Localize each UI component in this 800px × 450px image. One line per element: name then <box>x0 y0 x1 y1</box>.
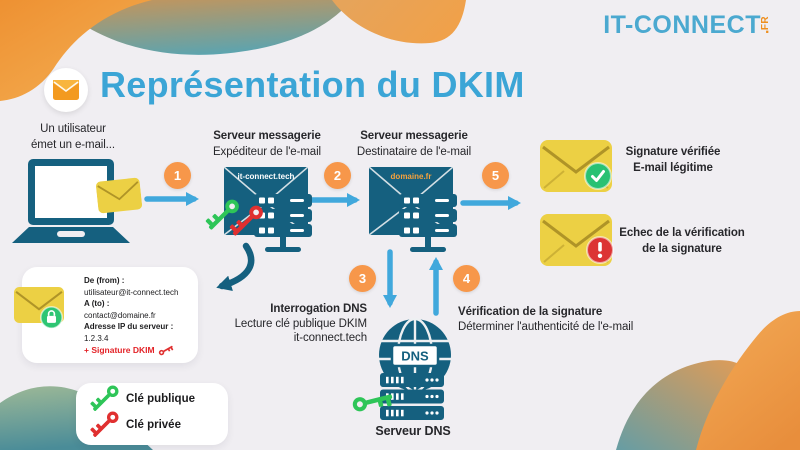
verification-annotation: Vérification de la signature Déterminer … <box>458 306 634 333</box>
legend-public-key-label: Clé publique <box>126 393 195 405</box>
dns-server-caption: Serveur DNS <box>375 424 451 438</box>
page-title: Représentation du DKIM <box>100 64 525 105</box>
result-ok-caption: Signature vérifiée E-mail légitime <box>625 146 721 174</box>
bg-top-left-orange-blob <box>0 0 152 101</box>
email-ip-label: Adresse IP du serveur : <box>84 322 174 332</box>
lock-badge-icon <box>40 306 63 329</box>
email-to-label: A (to) : <box>84 299 110 309</box>
dns-query-annotation: Interrogation DNS Lecture clé publique D… <box>234 303 367 344</box>
curved-arrow-to-card <box>216 242 255 291</box>
sender-server-rack-icon <box>254 194 312 252</box>
receiver-server-rack-icon <box>399 194 457 252</box>
result-fail-caption: Echec de la vérification de la signature <box>619 227 745 255</box>
step-2-badge: 2 <box>324 162 351 189</box>
step-3-badge: 3 <box>349 265 376 292</box>
public-key-icon-legend <box>90 385 119 411</box>
sender-server-caption: Serveur messagerie Expéditeur de l'e-mai… <box>212 130 322 158</box>
dns-box-label: DNS <box>401 349 429 364</box>
user-caption: Un utilisateur émet un e-mail... <box>31 123 115 151</box>
step-4-badge: 4 <box>453 265 480 292</box>
laptop-icon <box>12 159 130 243</box>
dns-rack-icon <box>380 373 444 420</box>
email-from-value: utilisateur@it-connect.tech <box>84 287 179 297</box>
receiver-domain-label: domaine.fr <box>391 172 432 181</box>
legend-private-key-label: Clé privée <box>126 419 181 431</box>
private-key-icon-card <box>158 346 173 356</box>
brand-logo: IT-CONNECT FR . <box>603 13 776 39</box>
error-badge-icon <box>586 236 614 264</box>
public-key-icon-sender <box>205 199 239 230</box>
private-key-icon-legend <box>90 411 119 437</box>
email-from-label: De (from) : <box>84 276 125 285</box>
key-legend-card <box>76 383 228 445</box>
outgoing-email-icon <box>95 177 143 214</box>
bg-top-right-orange-blob <box>332 0 466 44</box>
brand-logo-text: IT-CONNECT <box>603 11 761 39</box>
brand-logo-fr: FR . <box>760 15 772 37</box>
step-5-badge: 5 <box>482 162 509 189</box>
dkim-signature-label: + Signature DKIM <box>84 344 155 355</box>
step-arrows <box>144 192 521 316</box>
email-to-value: contact@domaine.fr <box>84 310 156 320</box>
private-key-icon-sender <box>229 205 263 236</box>
bg-top-teal-blob <box>52 0 352 55</box>
email-card-text: De (from) : utilisateur@it-connect.tech … <box>84 275 196 356</box>
public-key-icon-dns <box>352 394 393 412</box>
sender-domain-label: it-connect.tech <box>238 172 295 181</box>
step-1-badge: 1 <box>164 162 191 189</box>
receiver-server-caption: Serveur messagerie Destinataire de l'e-m… <box>356 130 472 158</box>
email-ip-value: 1.2.3.4 <box>84 333 109 343</box>
check-badge-icon <box>584 162 612 190</box>
bg-bottom-right-corner-blob <box>696 311 800 450</box>
title-envelope-icon <box>44 68 88 112</box>
